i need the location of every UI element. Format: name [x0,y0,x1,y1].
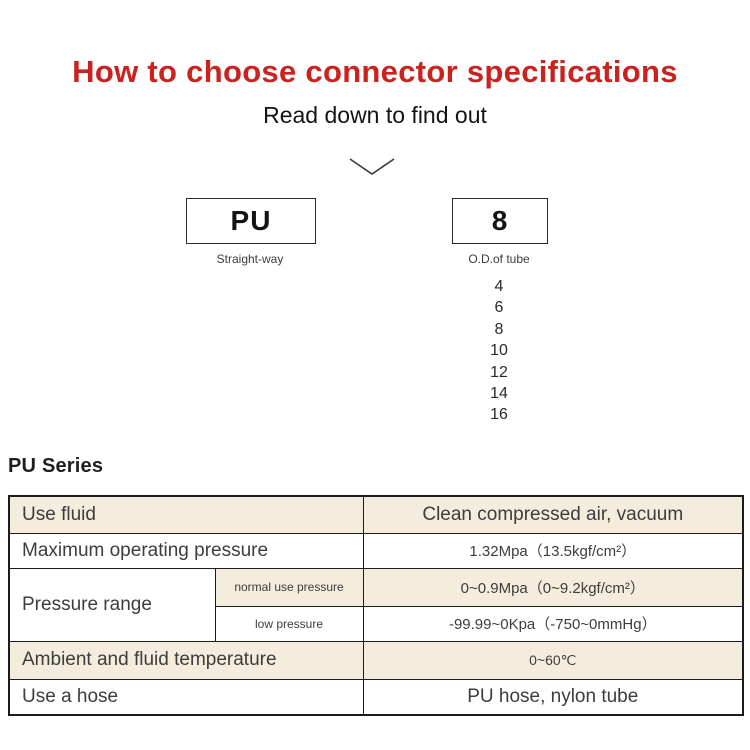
table-row: Use a hose PU hose, nylon tube [8,678,744,716]
series-code: PU [230,205,272,236]
od-code-box: 8 [452,198,548,244]
series-code-box: PU [186,198,316,244]
row-value-max-pressure: 1.32Mpa（13.5kgf/cm²） [362,532,744,569]
row-label-use-fluid: Use fluid [8,495,364,534]
spec-table: Use fluid Clean compressed air, vacuum M… [8,495,745,716]
page-title: How to choose connector specifications [72,54,678,89]
table-row: Ambient and fluid temperature 0~60℃ [8,640,744,680]
od-option: 12 [490,363,508,381]
row-value-hose: PU hose, nylon tube [362,678,744,716]
row-value-normal-pressure: 0~0.9Mpa（0~9.2kgf/cm²） [362,567,744,607]
sub-label-normal-pressure: normal use pressure [214,567,364,607]
od-option: 8 [494,320,504,338]
table-row: Pressure range normal use pressure 0~0.9… [8,567,744,642]
row-value-use-fluid: Clean compressed air, vacuum [362,495,744,534]
sub-label-low-pressure: low pressure [214,605,364,642]
table-row: Maximum operating pressure 1.32Mpa（13.5k… [8,532,744,569]
subtitle: Read down to find out [263,102,487,128]
row-label-pressure-range: Pressure range [8,567,216,642]
od-option: 16 [490,406,508,424]
od-option: 6 [494,299,504,317]
chevron-down-icon [349,158,395,175]
od-code-label: O.D.of tube [468,252,530,266]
od-option: 10 [490,342,508,360]
series-code-label: Straight-way [216,252,284,266]
od-option: 4 [494,278,504,295]
od-option: 14 [490,384,508,402]
od-code: 8 [491,205,509,236]
row-value-ambient-temp: 0~60℃ [362,640,744,680]
row-label-max-pressure: Maximum operating pressure [8,532,364,569]
series-heading: PU Series [8,455,104,477]
table-row: low pressure -99.99~0Kpa（-750~0mmHg） [9,605,744,642]
row-label-hose: Use a hose [8,678,364,716]
row-label-ambient-temp: Ambient and fluid temperature [8,640,364,680]
table-row: Use fluid Clean compressed air, vacuum [8,495,744,534]
od-options-list: 4 6 8 10 12 14 16 [432,276,566,426]
row-value-low-pressure: -99.99~0Kpa（-750~0mmHg） [362,605,744,642]
